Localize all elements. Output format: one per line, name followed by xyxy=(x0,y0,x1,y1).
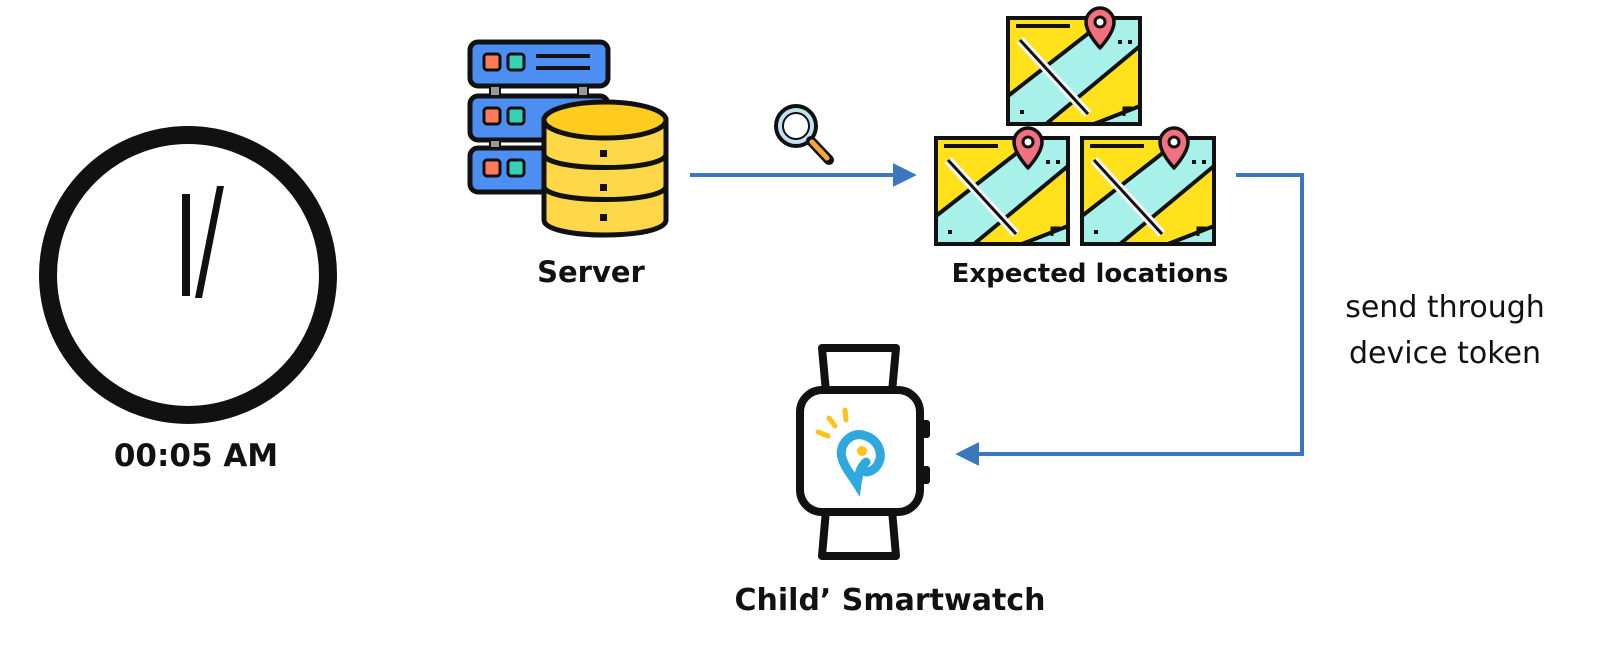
child-smartwatch-label: Child’ Smartwatch xyxy=(734,583,1046,618)
send-through-line-1: send through xyxy=(1345,290,1545,325)
send-through-caption: send through device token xyxy=(1330,285,1560,377)
server-label: Server xyxy=(537,255,645,289)
expected-locations-label: Expected locations xyxy=(951,259,1229,289)
magnifier-icon xyxy=(774,104,834,165)
map-icon-top xyxy=(1008,18,1140,124)
clock-time-label: 00:05 AM xyxy=(113,438,279,474)
locations-to-smartwatch-arrow xyxy=(955,173,1304,466)
map-icon-right xyxy=(1082,138,1214,244)
app-logo-icon xyxy=(815,407,885,497)
send-through-line-2: device token xyxy=(1349,336,1541,371)
database-icon xyxy=(541,99,669,238)
map-icon-left xyxy=(936,138,1068,244)
clock-icon xyxy=(39,126,337,424)
smartwatch-icon xyxy=(796,344,930,560)
